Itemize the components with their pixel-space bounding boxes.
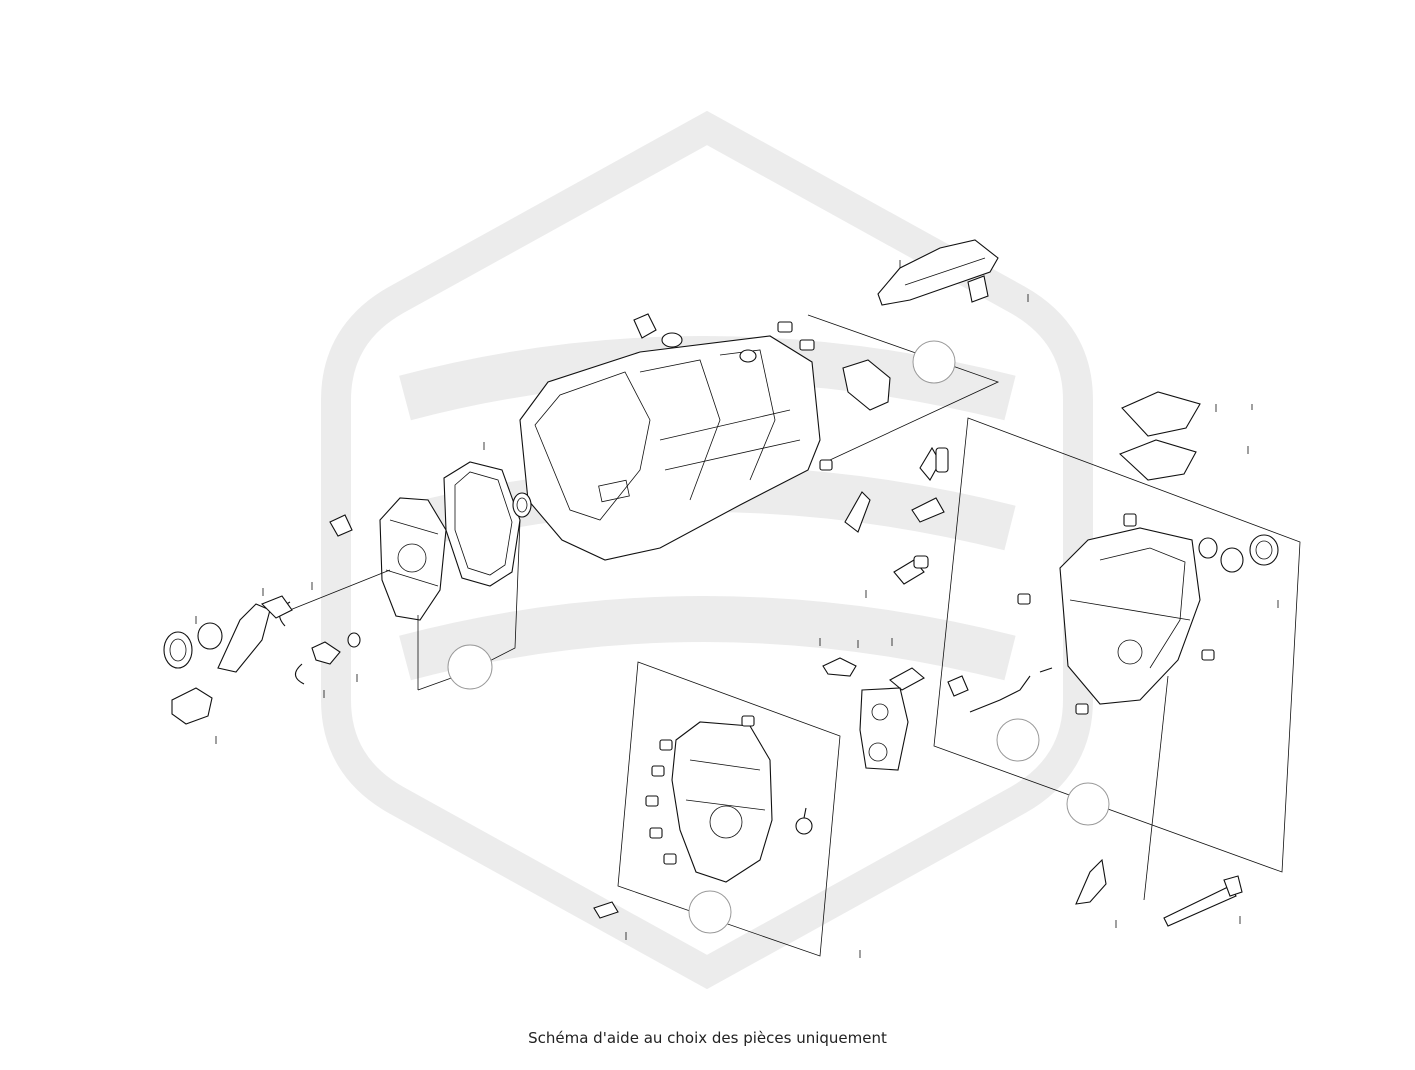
mount-bracket[interactable] xyxy=(842,359,891,411)
bracket-lower-right[interactable] xyxy=(1075,858,1107,905)
dowel-pin[interactable] xyxy=(777,321,833,471)
callout-frame-bottom xyxy=(617,661,841,957)
front-cover[interactable] xyxy=(379,497,447,621)
release-bearing[interactable] xyxy=(163,622,223,669)
sensor-switch[interactable] xyxy=(893,446,949,585)
seal-ring[interactable] xyxy=(512,492,532,518)
small-bracket[interactable] xyxy=(822,491,871,677)
shift-lever[interactable] xyxy=(947,667,1053,713)
rear-case[interactable] xyxy=(1059,527,1201,705)
extension-housing[interactable] xyxy=(671,721,773,883)
case-bolt[interactable] xyxy=(633,313,757,363)
front-gasket[interactable] xyxy=(443,461,521,587)
input-shaft-line xyxy=(284,569,391,613)
rear-seal[interactable] xyxy=(1198,534,1279,573)
long-bolt[interactable] xyxy=(1143,675,1243,927)
bolt-mid[interactable] xyxy=(889,667,925,691)
dowel-pin-column[interactable] xyxy=(645,715,755,865)
shift-cover[interactable] xyxy=(877,239,999,306)
reference-ticks xyxy=(195,260,1279,958)
transmission-case[interactable] xyxy=(519,335,821,561)
plate-gasket[interactable] xyxy=(859,687,909,771)
rear-cover-plate[interactable] xyxy=(1118,391,1201,481)
pin-right[interactable] xyxy=(1017,513,1215,715)
boot-cover[interactable] xyxy=(171,687,213,725)
release-fork[interactable] xyxy=(217,595,293,673)
breather-plug[interactable] xyxy=(795,807,813,835)
callout-frame-right xyxy=(933,417,1301,873)
callout-frame-top xyxy=(807,314,1000,461)
flange-bolt[interactable] xyxy=(311,514,353,665)
diagram-caption: Schéma d'aide au choix des pièces unique… xyxy=(528,1029,887,1047)
callout-frame-left xyxy=(417,519,521,691)
drain-plug[interactable] xyxy=(593,901,619,919)
